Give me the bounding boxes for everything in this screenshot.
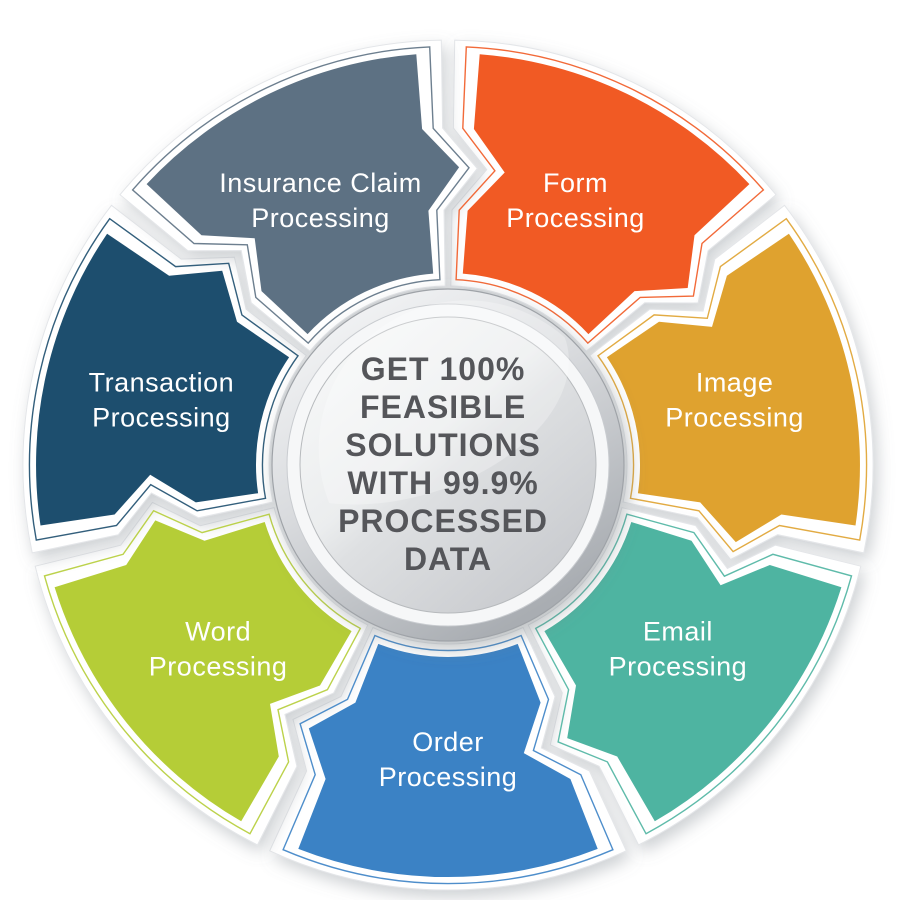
segment-label-line: Insurance Claim <box>219 168 422 198</box>
center-line-2: FEASIBLE <box>360 389 526 425</box>
center-badge-text: GET 100% FEASIBLE SOLUTIONS WITH 99.9% P… <box>338 351 558 577</box>
segment-label-line: Order <box>412 727 484 757</box>
segment-label-line: Processing <box>665 403 804 433</box>
center-line-6: DATA <box>404 541 492 577</box>
segment-label-line: Processing <box>506 203 645 233</box>
segment-wedge-form-processing <box>462 54 750 335</box>
center-line-5: PROCESSED <box>338 503 548 539</box>
segment-label-line: Transaction <box>89 368 235 398</box>
segment-wedge-insurance-claim-processing <box>146 54 460 335</box>
center-line-4: WITH 99.9% <box>347 465 538 501</box>
segment-wedge-order-processing <box>298 643 598 878</box>
center-line-3: SOLUTIONS <box>345 427 541 463</box>
segment-wedges-layer <box>28 46 868 885</box>
segment-label-line: Form <box>543 168 608 198</box>
segment-outline-order-processing <box>282 634 614 885</box>
segment-label-line: Word <box>185 616 251 646</box>
segment-wedge-transaction-processing <box>36 233 290 526</box>
segment-wedge-word-processing <box>54 520 352 822</box>
center-line-1: GET 100% <box>361 351 526 387</box>
segment-label-line: Processing <box>92 403 231 433</box>
segment-label-line: Email <box>643 616 713 646</box>
segment-outline-insurance-claim-processing <box>131 46 470 345</box>
segment-label-line: Processing <box>609 651 748 681</box>
segment-outline-word-processing <box>43 509 362 835</box>
segment-label-line: Processing <box>149 651 288 681</box>
medallion-inner-disc <box>299 316 597 614</box>
segment-outline-email-processing <box>534 513 853 835</box>
segment-wedge-image-processing <box>606 233 860 543</box>
segment-outline-transaction-processing <box>28 217 299 541</box>
segment-label-line: Processing <box>379 762 518 792</box>
segment-label-line: Image <box>696 368 774 398</box>
segment-outline-form-processing <box>455 46 765 345</box>
center-medallion: GET 100% FEASIBLE SOLUTIONS WITH 99.9% P… <box>271 275 625 642</box>
segment-label-line: Processing <box>251 203 390 233</box>
segment-wedge-email-processing <box>544 522 842 822</box>
segment-outline-image-processing <box>597 217 868 553</box>
